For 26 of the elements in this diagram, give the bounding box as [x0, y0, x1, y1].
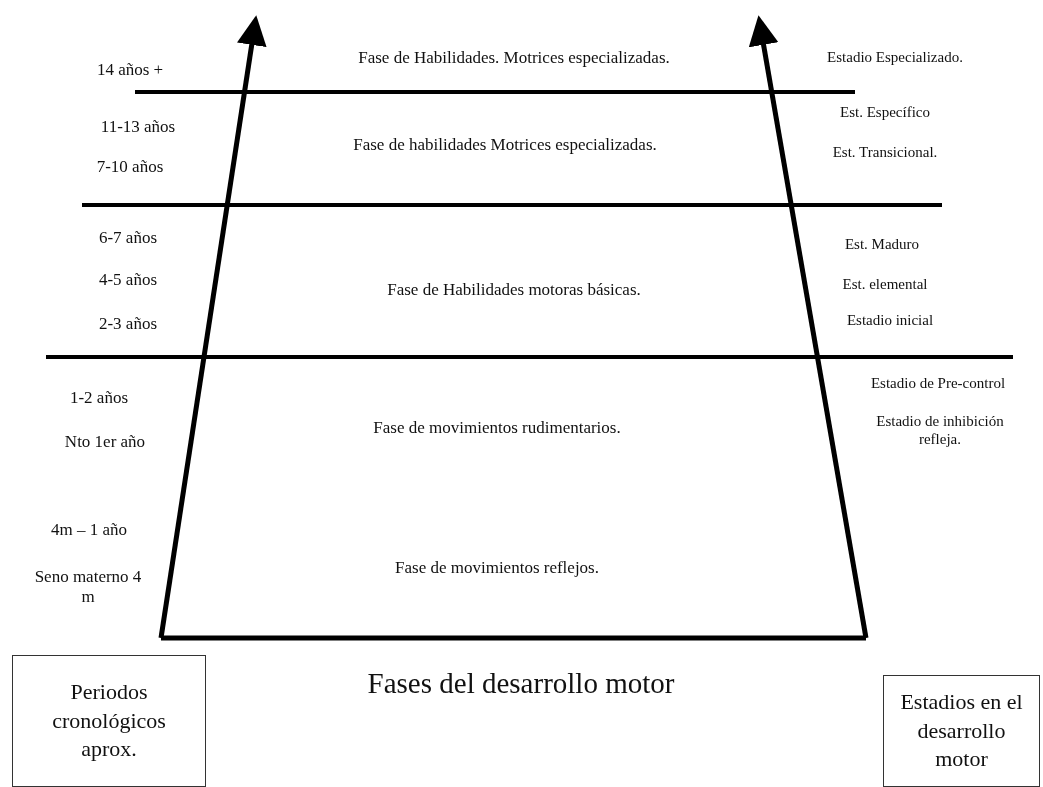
text-box: Estadios en el desarrollo motor — [883, 675, 1040, 787]
text-box: Periodos cronológicos aprox. — [12, 655, 206, 787]
phase-label: Fase de movimientos rudimentarios. — [373, 416, 621, 439]
stage-label: Estadio de inhibición refleja. — [875, 412, 1005, 448]
age-label: 4-5 años — [98, 268, 158, 291]
phase-label: Fase de movimientos reflejos. — [395, 556, 599, 579]
age-label: 6-7 años — [98, 226, 158, 249]
age-label: 11-13 años — [100, 115, 176, 138]
stage-label: Est. Transicional. — [832, 142, 938, 162]
phase-label: Fase de habilidades Motrices especializadas. — [353, 133, 657, 156]
phase-label: Fase de Habilidades motoras básicas. — [387, 278, 641, 301]
stage-label: Est. Maduro — [844, 234, 920, 254]
age-label: 14 años + — [96, 58, 164, 81]
stage-label: Estadio inicial — [846, 310, 934, 330]
age-label: 4m – 1 año — [51, 518, 127, 541]
stage-label: Estadio Especializado. — [827, 47, 963, 67]
age-label: 2-3 años — [98, 312, 158, 335]
stage-label: Est. elemental — [842, 274, 928, 294]
stage-label: Est. Específico — [840, 102, 930, 122]
phase-label: Fase de Habilidades. Motrices especializadas. — [358, 46, 670, 69]
age-label: Nto 1er año — [64, 430, 146, 453]
stage-label: Estadio de Pre-control — [870, 373, 1006, 393]
age-label: 7-10 años — [96, 155, 164, 178]
diagram-title: Fases del desarrollo motor — [367, 666, 675, 700]
age-label: Seno materno 4 m — [33, 566, 143, 608]
age-label: 1-2 años — [69, 386, 129, 409]
